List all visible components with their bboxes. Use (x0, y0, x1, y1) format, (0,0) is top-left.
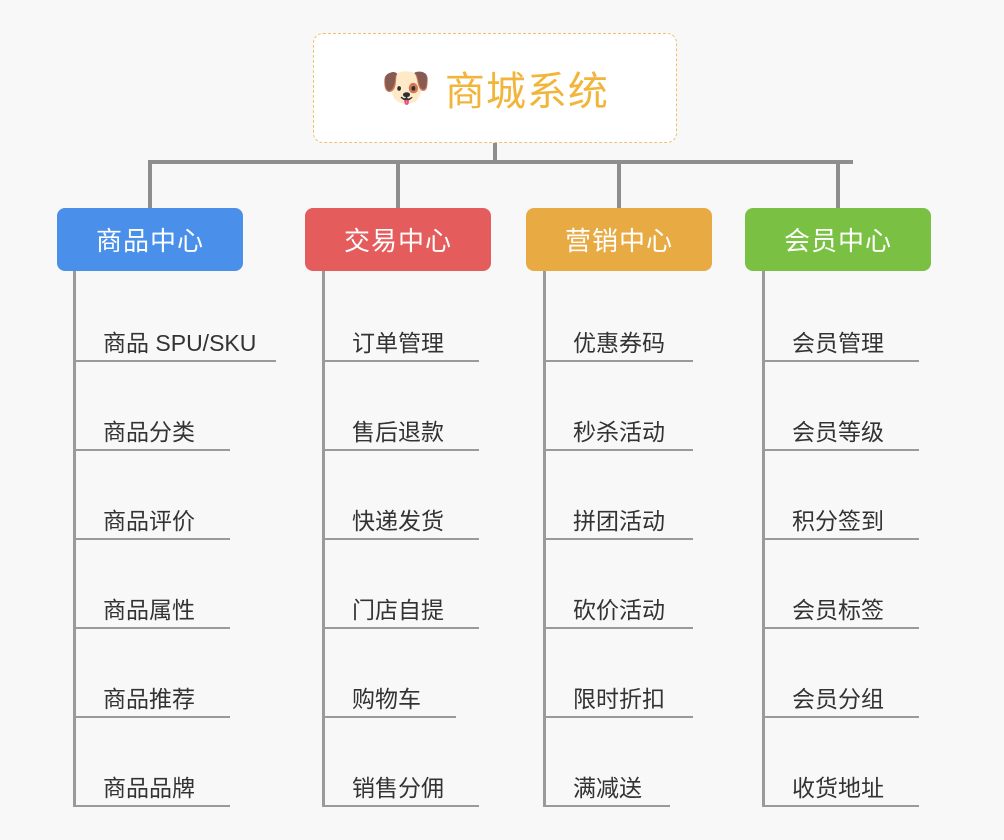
leaf-item-label: 门店自提 (352, 596, 444, 623)
connector-drop-2 (396, 160, 400, 208)
leaf-item[interactable]: 售后退款 (322, 393, 479, 451)
leaf-item-label: 订单管理 (352, 329, 444, 356)
root-node[interactable]: 🐶 商城系统 (313, 33, 677, 143)
leaf-item-label: 售后退款 (352, 418, 444, 445)
category-header-label: 交易中心 (343, 226, 452, 256)
leaf-item-label: 商品评价 (103, 507, 195, 534)
leaf-item[interactable]: 砍价活动 (543, 571, 693, 629)
category-header-3[interactable]: 营销中心 (526, 208, 712, 271)
category-header-label: 营销中心 (564, 226, 673, 256)
leaf-item-label: 销售分佣 (352, 774, 444, 801)
leaf-item[interactable]: 秒杀活动 (543, 393, 693, 451)
leaf-item-label: 优惠券码 (573, 329, 665, 356)
leaf-item[interactable]: 商品品牌 (73, 749, 230, 807)
category-header-4[interactable]: 会员中心 (745, 208, 931, 271)
leaf-item-label: 商品分类 (103, 418, 195, 445)
leaf-item-label: 拼团活动 (573, 507, 665, 534)
shiba-dog-face-icon: 🐶 (381, 66, 431, 110)
leaf-item[interactable]: 会员管理 (762, 304, 919, 362)
connector-root-stem (493, 143, 497, 164)
leaf-item-label: 商品推荐 (103, 685, 195, 712)
category-header-label: 商品中心 (95, 226, 204, 256)
leaf-item[interactable]: 积分签到 (762, 482, 919, 540)
leaf-item[interactable]: 商品分类 (73, 393, 230, 451)
leaf-item-label: 会员等级 (792, 418, 884, 445)
leaf-item[interactable]: 商品评价 (73, 482, 230, 540)
leaf-item-label: 商品品牌 (103, 774, 195, 801)
leaf-item[interactable]: 订单管理 (322, 304, 479, 362)
category-header-2[interactable]: 交易中心 (305, 208, 491, 271)
category-header-1[interactable]: 商品中心 (57, 208, 243, 271)
leaf-item[interactable]: 商品属性 (73, 571, 230, 629)
connector-drop-3 (617, 160, 621, 208)
leaf-item-label: 满减送 (573, 774, 642, 801)
leaf-item[interactable]: 限时折扣 (543, 660, 693, 718)
leaf-item-label: 会员标签 (792, 596, 884, 623)
leaf-item-label: 会员分组 (792, 685, 884, 712)
leaf-item[interactable]: 收货地址 (762, 749, 919, 807)
leaf-item[interactable]: 快递发货 (322, 482, 479, 540)
leaf-item[interactable]: 会员分组 (762, 660, 919, 718)
leaf-item-label: 商品 SPU/SKU (103, 329, 257, 356)
leaf-item[interactable]: 会员标签 (762, 571, 919, 629)
connector-horizontal-bar (148, 160, 853, 164)
leaf-item-label: 砍价活动 (573, 596, 665, 623)
leaf-item[interactable]: 满减送 (543, 749, 670, 807)
leaf-item-label: 商品属性 (103, 596, 195, 623)
root-title: 商城系统 (444, 70, 609, 114)
leaf-item-label: 快递发货 (352, 507, 444, 534)
leaf-item[interactable]: 会员等级 (762, 393, 919, 451)
connector-drop-1 (148, 160, 152, 208)
leaf-item[interactable]: 商品 SPU/SKU (73, 304, 276, 362)
leaf-item[interactable]: 商品推荐 (73, 660, 230, 718)
leaf-item-label: 购物车 (352, 685, 421, 712)
leaf-item[interactable]: 购物车 (322, 660, 456, 718)
leaf-item-label: 会员管理 (792, 329, 884, 356)
connector-drop-4 (836, 160, 840, 208)
leaf-item-label: 收货地址 (792, 774, 884, 801)
leaf-item-label: 秒杀活动 (573, 418, 665, 445)
category-header-label: 会员中心 (783, 226, 892, 256)
leaf-item[interactable]: 销售分佣 (322, 749, 479, 807)
leaf-item[interactable]: 拼团活动 (543, 482, 693, 540)
leaf-item-label: 限时折扣 (573, 685, 665, 712)
leaf-item-label: 积分签到 (792, 507, 884, 534)
leaf-item[interactable]: 优惠券码 (543, 304, 693, 362)
leaf-item[interactable]: 门店自提 (322, 571, 479, 629)
